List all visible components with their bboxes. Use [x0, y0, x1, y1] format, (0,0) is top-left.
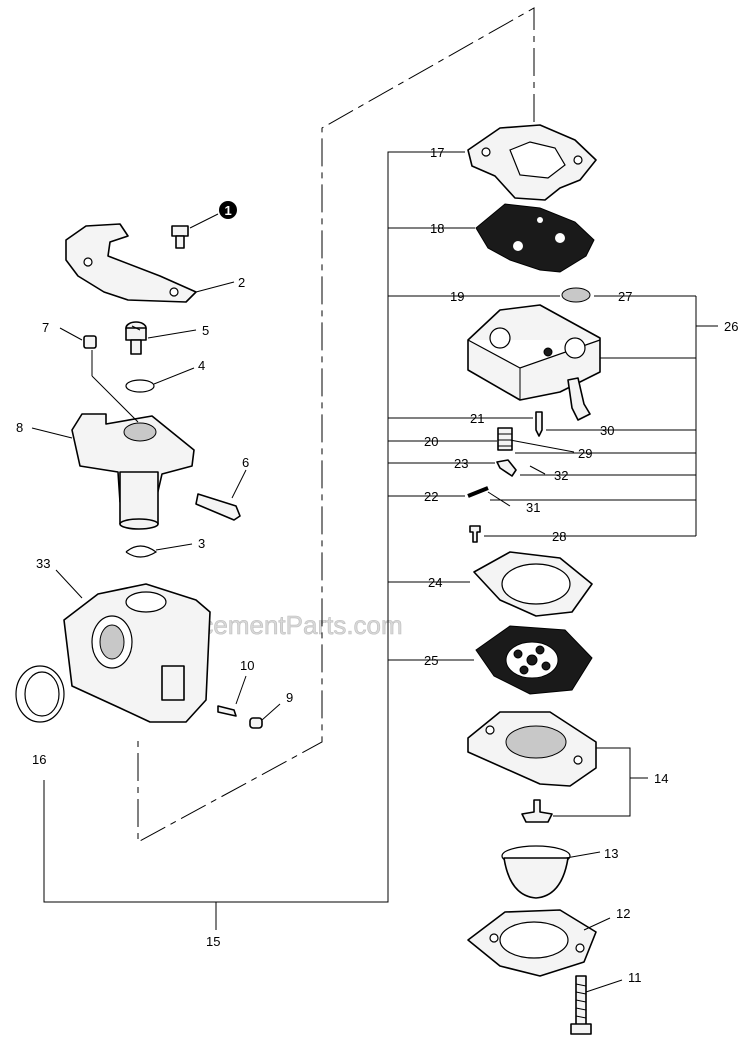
leader-lines — [31, 213, 623, 993]
part-9-cap — [249, 717, 263, 729]
callout-19: 19 — [450, 289, 464, 304]
callout-18: 18 — [430, 221, 444, 236]
part-24-gasket — [473, 551, 593, 617]
part-26-pump-body — [467, 304, 601, 421]
part-17-gasket — [467, 124, 597, 201]
callout-27: 27 — [618, 289, 632, 304]
assembly-15-bracket — [43, 7, 560, 930]
assembly-26-bracket — [484, 295, 718, 537]
callout-30: 30 — [600, 423, 614, 438]
part-16-ring — [15, 665, 65, 723]
callout-3: 3 — [198, 536, 205, 551]
callout-24: 24 — [428, 575, 442, 590]
callout-12: 12 — [616, 906, 630, 921]
part-2-bracket — [65, 223, 197, 303]
callout-15: 15 — [206, 934, 220, 949]
part-21-needle — [535, 411, 543, 437]
part-23-lever — [496, 459, 517, 477]
callout-4: 4 — [198, 358, 205, 373]
part-10-screw — [217, 705, 237, 717]
part-25-diaphragm — [475, 625, 593, 695]
part-6-screw — [195, 493, 241, 521]
part-12-plate — [467, 909, 597, 977]
callout-13: 13 — [604, 846, 618, 861]
callout-16: 16 — [32, 752, 46, 767]
callout-5: 5 — [202, 323, 209, 338]
callout-23: 23 — [454, 456, 468, 471]
callout-29: 29 — [578, 446, 592, 461]
assembly-14-bracket — [553, 747, 648, 817]
part-33-carburetor-body — [63, 583, 211, 723]
callout-11: 11 — [628, 970, 642, 985]
callout-21: 21 — [470, 411, 484, 426]
part-18-diaphragm — [475, 203, 595, 273]
callout-28: 28 — [552, 529, 566, 544]
callout-1-badge — [219, 201, 237, 219]
callout-25: 25 — [424, 653, 438, 668]
callout-26: 26 — [724, 319, 738, 334]
callout-10: 10 — [240, 658, 254, 673]
part-22-pin — [467, 486, 489, 498]
callout-14: 14 — [654, 771, 668, 786]
part-27-screen — [561, 287, 591, 303]
callout-6: 6 — [242, 455, 249, 470]
callout-22: 22 — [424, 489, 438, 504]
callout-9: 9 — [286, 690, 293, 705]
callout-8: 8 — [16, 420, 23, 435]
callout-labels: 2 3 4 5 6 7 8 9 10 11 12 13 14 15 16 17 … — [16, 145, 738, 985]
part-5-plug — [125, 321, 147, 355]
part-13-primer-bulb — [501, 845, 571, 899]
callout-17: 17 — [430, 145, 444, 160]
part-4-oring — [125, 379, 155, 393]
callout-1: 1 — [225, 203, 232, 218]
part-14-cover — [467, 711, 597, 823]
callout-32: 32 — [554, 468, 568, 483]
part-20-spring — [497, 427, 513, 451]
part-28-screw — [469, 525, 481, 543]
callout-20: 20 — [424, 434, 438, 449]
callout-33: 33 — [36, 556, 50, 571]
part-3-clip — [125, 545, 158, 558]
callout-31: 31 — [526, 500, 540, 515]
callout-2: 2 — [238, 275, 245, 290]
part-7-cap — [83, 335, 97, 349]
part-11-screw — [570, 975, 592, 1035]
part-8-body — [71, 413, 195, 530]
part-1-screw — [171, 225, 189, 249]
callout-7: 7 — [42, 320, 49, 335]
